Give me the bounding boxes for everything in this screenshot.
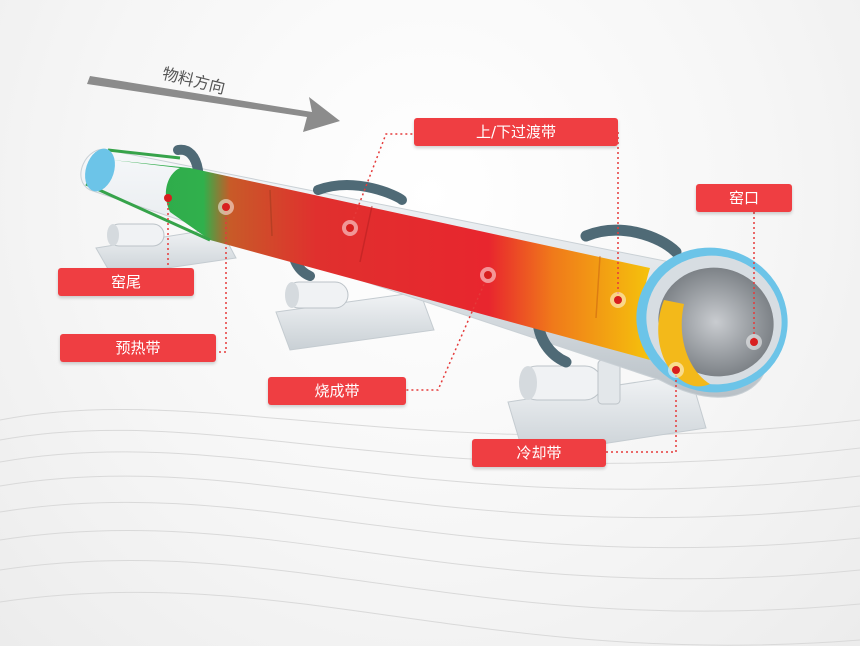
label-kiln-head: 窑口 <box>696 184 792 212</box>
label-preheat-zone: 预热带 <box>60 334 216 362</box>
support-middle <box>275 281 435 351</box>
background-waves <box>0 408 860 646</box>
marker-kiln-tail <box>164 194 172 202</box>
support-tail <box>95 223 237 277</box>
zone-divider-preheat <box>269 189 273 237</box>
kiln-tail-opening <box>85 148 115 192</box>
label-sintering-zone: 烧成带 <box>268 377 406 405</box>
kiln-tail-lip <box>85 182 211 242</box>
label-transition-zone: 上/下过渡带 <box>414 118 618 146</box>
zone-divider-transition <box>595 255 601 319</box>
leader-cooling <box>606 370 677 453</box>
leader-sintering <box>406 274 489 391</box>
leader-lines <box>167 132 755 453</box>
support-head <box>507 359 707 457</box>
zone-markers <box>164 194 762 378</box>
label-kiln-tail: 窑尾 <box>58 268 194 296</box>
kiln-interior-zones <box>112 160 650 360</box>
kiln-head-opening <box>658 267 774 377</box>
kiln-top-lip <box>107 148 181 160</box>
leader-transition <box>349 132 619 300</box>
direction-arrow <box>87 76 340 132</box>
leader-preheat <box>216 207 227 353</box>
label-cooling-zone: 冷却带 <box>472 439 606 467</box>
zone-divider-sintering <box>359 205 373 263</box>
